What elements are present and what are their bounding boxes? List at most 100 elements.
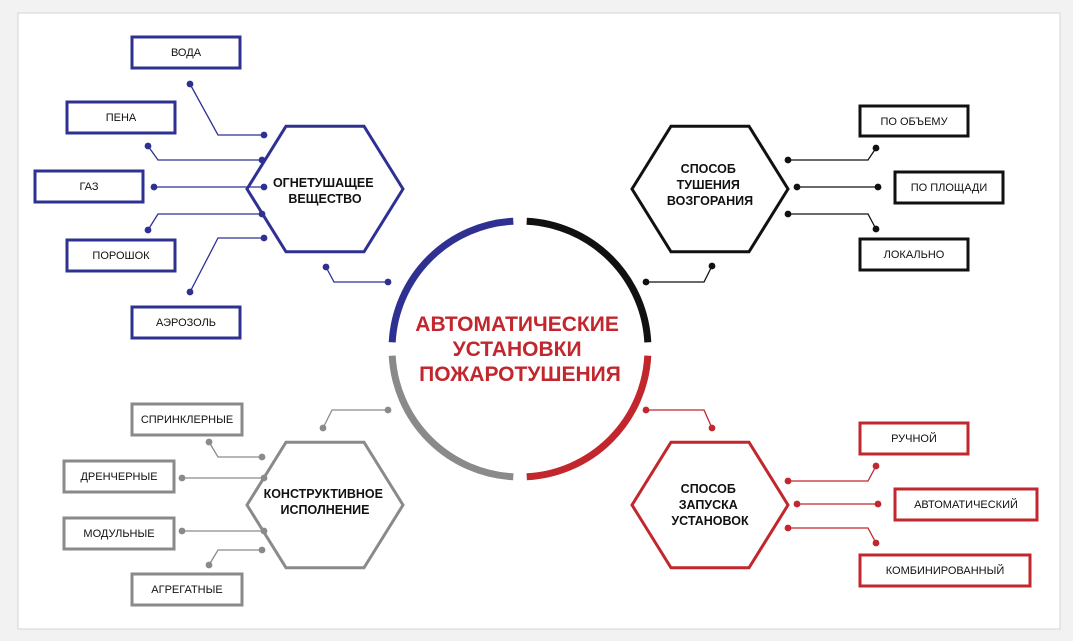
connector-dot xyxy=(872,144,880,152)
item-agent-1[interactable]: ПЕНА xyxy=(65,100,177,135)
item-label: ЛОКАЛЬНО xyxy=(884,249,945,261)
connector-dot xyxy=(872,225,880,233)
center-title: АВТОМАТИЧЕСКИЕ УСТАНОВКИ ПОЖАРОТУШЕНИЯ xyxy=(415,313,624,386)
hexagon-label: ОГНЕТУШАЩЕЕ ВЕЩЕСТВО xyxy=(273,176,377,206)
connector-dot xyxy=(708,424,716,432)
connector-dot xyxy=(258,210,266,218)
item-label: РУЧНОЙ xyxy=(891,432,937,445)
connector-dot xyxy=(784,156,792,164)
item-agent-2[interactable]: ГАЗ xyxy=(33,169,145,204)
item-box xyxy=(130,572,244,607)
connector-line xyxy=(788,147,877,161)
hexagon-label: КОНСТРУКТИВНОЕ ИСПОЛНЕНИЕ xyxy=(264,487,387,517)
item-box xyxy=(858,104,970,138)
item-box xyxy=(62,516,176,551)
item-start-1[interactable]: АВТОМАТИЧЕСКИЙ xyxy=(893,487,1039,522)
connector-dot xyxy=(260,131,268,139)
item-label: КОМБИНИРОВАННЫЙ xyxy=(886,564,1004,577)
connector-line xyxy=(646,265,713,283)
connector-dot xyxy=(186,288,194,296)
connectors-agent xyxy=(144,80,392,296)
item-label: СПРИНКЛЕРНЫЕ xyxy=(141,414,233,426)
item-agent-4[interactable]: АЭРОЗОЛЬ xyxy=(130,305,242,340)
item-box xyxy=(130,402,244,437)
item-box xyxy=(893,487,1039,522)
connectors-method xyxy=(642,144,882,286)
connector-dot xyxy=(872,462,880,470)
connector-dot xyxy=(784,210,792,218)
connector-dot xyxy=(793,183,801,191)
group-extinguishing-agent: ОГНЕТУШАЩЕЕ ВЕЩЕСТВО ВОДА ПЕНА ГАЗ ПОРОШ… xyxy=(33,35,405,340)
center-ring xyxy=(388,217,652,481)
item-box xyxy=(858,421,970,456)
center-title-line: УСТАНОВКИ xyxy=(453,338,582,361)
item-label: ПЕНА xyxy=(106,112,137,124)
item-design-1[interactable]: ДРЕНЧЕРНЫЕ xyxy=(62,459,176,494)
item-box xyxy=(33,169,145,204)
ring-arc-method xyxy=(526,217,652,343)
item-label: ПО ОБЪЕМУ xyxy=(880,116,948,128)
hexagon-design-type xyxy=(245,440,405,570)
center-title-line: АВТОМАТИЧЕСКИЕ xyxy=(415,313,619,336)
item-box xyxy=(858,237,970,272)
item-box xyxy=(858,553,1032,588)
item-agent-3[interactable]: ПОРОШОК xyxy=(65,238,177,273)
hexagon-label-line: СПОСОБ xyxy=(681,482,736,496)
connector-dot xyxy=(322,263,330,271)
connector-dot xyxy=(260,234,268,242)
connector-line xyxy=(189,237,264,293)
group-design-type: КОНСТРУКТИВНОЕ ИСПОЛНЕНИЕ СПРИНКЛЕРНЫЕ Д… xyxy=(62,402,405,607)
connector-dot xyxy=(384,278,392,286)
item-box xyxy=(130,305,242,340)
connector-dot xyxy=(708,262,716,270)
item-box xyxy=(62,459,176,494)
hexagon-label-line: ЗАПУСКА xyxy=(679,498,738,512)
connector-dot xyxy=(150,183,158,191)
hexagon-label: СПОСОБ ТУШЕНИЯ ВОЗГОРАНИЯ xyxy=(667,162,753,208)
connector-dot xyxy=(258,156,266,164)
connector-dot xyxy=(178,474,186,482)
connector-dot xyxy=(205,561,213,569)
item-design-0[interactable]: СПРИНКЛЕРНЫЕ xyxy=(130,402,244,437)
connector-line xyxy=(147,213,262,231)
connector-line xyxy=(646,409,713,429)
hexagon-extinguishing-method xyxy=(630,124,790,254)
item-box xyxy=(893,170,1005,205)
connector-dot xyxy=(144,142,152,150)
connector-line xyxy=(208,441,262,458)
connector-dot xyxy=(384,406,392,414)
connector-dot xyxy=(642,278,650,286)
hexagon-label-line: ИСПОЛНЕНИЕ xyxy=(281,503,370,517)
item-label: АЭРОЗОЛЬ xyxy=(156,317,216,329)
item-label: АВТОМАТИЧЕСКИЙ xyxy=(914,498,1018,511)
item-method-0[interactable]: ПО ОБЪЕМУ xyxy=(858,104,970,138)
connector-dot xyxy=(642,406,650,414)
connector-line xyxy=(325,266,388,283)
ring-arc-start xyxy=(526,355,652,481)
connector-dot xyxy=(872,539,880,547)
item-agent-0[interactable]: ВОДА xyxy=(130,35,242,70)
item-label: ГАЗ xyxy=(79,181,98,193)
hexagon-label-line: ВЕЩЕСТВО xyxy=(288,192,362,206)
connectors-design xyxy=(178,406,392,569)
item-design-3[interactable]: АГРЕГАТНЫЕ xyxy=(130,572,244,607)
connector-dot xyxy=(874,500,882,508)
connector-line xyxy=(208,549,262,566)
connector-line xyxy=(147,145,262,161)
item-start-2[interactable]: КОМБИНИРОВАННЫЙ xyxy=(858,553,1032,588)
item-method-2[interactable]: ЛОКАЛЬНО xyxy=(858,237,970,272)
connector-dot xyxy=(874,183,882,191)
item-label: ВОДА xyxy=(171,47,202,59)
item-start-0[interactable]: РУЧНОЙ xyxy=(858,421,970,456)
hexagon-label-line: КОНСТРУКТИВНОЕ xyxy=(264,487,383,501)
connector-line xyxy=(788,465,877,482)
connector-line xyxy=(322,409,388,429)
connector-dot xyxy=(260,474,268,482)
item-box xyxy=(65,100,177,135)
item-design-2[interactable]: МОДУЛЬНЫЕ xyxy=(62,516,176,551)
item-method-1[interactable]: ПО ПЛОЩАДИ xyxy=(893,170,1005,205)
item-box xyxy=(130,35,242,70)
connector-line xyxy=(189,83,264,136)
hexagon-label-line: ВОЗГОРАНИЯ xyxy=(667,194,753,208)
